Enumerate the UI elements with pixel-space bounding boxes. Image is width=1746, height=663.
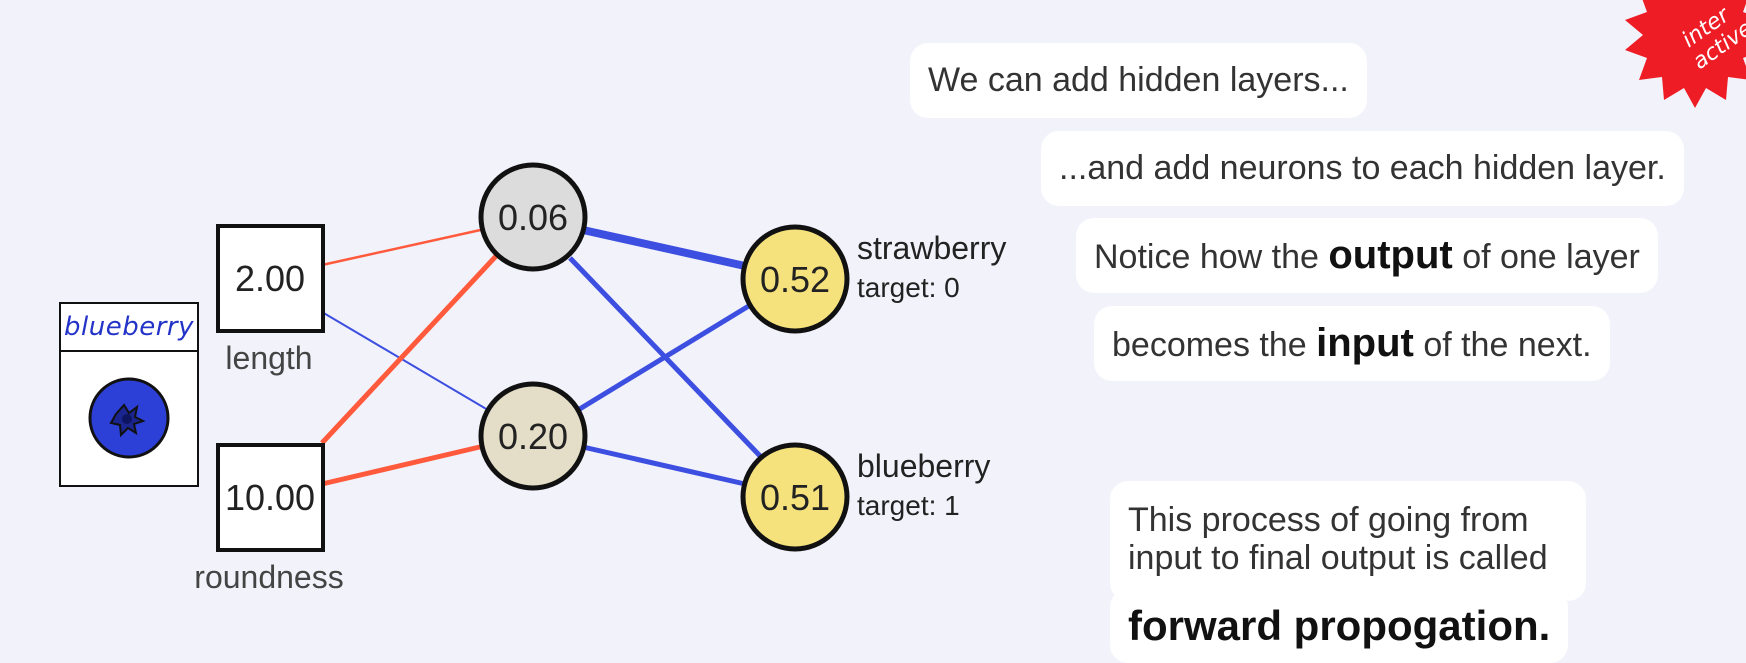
hidden-value-2: 0.20 — [498, 416, 568, 457]
hidden-value-1: 0.06 — [498, 197, 568, 238]
becomes-pre-text: becomes the — [1112, 326, 1307, 364]
notice-bold-output: output — [1328, 233, 1453, 277]
output-label-strawberry: strawberry — [857, 230, 1006, 266]
note-add-neurons-text: ...and add neurons to each hidden layer. — [1059, 149, 1666, 187]
notice-post-text: of one layer — [1462, 238, 1640, 276]
process-text: This process of going from input to fina… — [1128, 501, 1548, 577]
connection-hidden2-strawberry — [576, 301, 754, 413]
note-hidden-layers: We can add hidden layers... — [910, 43, 1367, 118]
note-becomes-input: becomes the input of the next. — [1094, 306, 1610, 381]
input-label-roundness: roundness — [194, 559, 343, 595]
connection-hidden2-blueberry — [582, 444, 746, 487]
connection-roundness-hidden1 — [320, 253, 499, 445]
connection-length-hidden2 — [321, 311, 489, 411]
note-forward-propagation: forward propogation. — [1110, 589, 1569, 663]
note-process: This process of going from input to fina… — [1110, 481, 1586, 601]
forward-propagation-text: forward propogation. — [1128, 602, 1551, 649]
input-node-roundness[interactable]: 10.00 — [216, 443, 325, 552]
output-value-strawberry: 0.52 — [760, 259, 830, 300]
connections — [320, 226, 764, 487]
hidden-neuron-1: 0.06 — [478, 162, 588, 272]
interactive-badge-icon[interactable]: inter active — [1620, 0, 1746, 110]
output-label-blueberry: blueberry — [857, 448, 990, 484]
becomes-post-text: of the next. — [1423, 326, 1592, 364]
input-value-length: 2.00 — [235, 258, 305, 299]
note-notice-output: Notice how the output of one layer — [1076, 218, 1658, 293]
input-value-roundness: 10.00 — [225, 477, 315, 518]
becomes-bold-input: input — [1316, 321, 1414, 365]
blueberry-icon — [88, 377, 170, 459]
output-neuron-strawberry: 0.52 — [740, 224, 850, 334]
fruit-card[interactable]: blueberry — [59, 302, 199, 487]
connection-hidden1-strawberry — [582, 226, 746, 270]
input-label-length: length — [225, 340, 312, 376]
note-hidden-layers-text: We can add hidden layers... — [928, 61, 1349, 99]
output-target-strawberry: target: 0 — [857, 272, 960, 303]
hidden-neuron-2: 0.20 — [478, 381, 588, 491]
input-node-length[interactable]: 2.00 — [216, 224, 325, 333]
note-add-neurons: ...and add neurons to each hidden layer. — [1041, 131, 1684, 206]
output-neuron-blueberry: 0.51 — [740, 442, 850, 552]
output-target-blueberry: target: 1 — [857, 490, 960, 521]
connection-length-hidden1 — [321, 227, 486, 267]
connection-roundness-hidden2 — [321, 443, 485, 487]
fruit-card-title: blueberry — [61, 304, 197, 352]
output-value-blueberry: 0.51 — [760, 477, 830, 518]
notice-pre-text: Notice how the — [1094, 238, 1319, 276]
